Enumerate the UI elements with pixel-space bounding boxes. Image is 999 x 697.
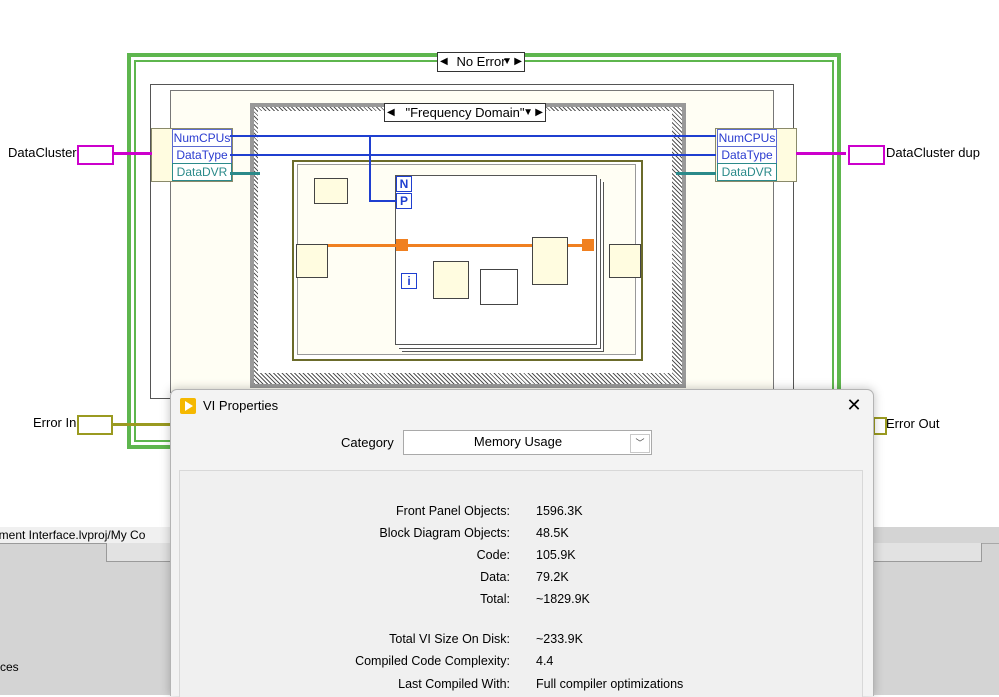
numcpus-branch-wire[interactable] (369, 135, 371, 202)
stat-value: 105.9K (536, 548, 576, 562)
dvr-read-node[interactable] (296, 244, 328, 278)
category-select-value: Memory Usage (473, 434, 563, 449)
stat-label: Compiled Code Complexity: (355, 654, 510, 668)
unbundle-field-numcpus[interactable]: NumCPUs (172, 129, 232, 147)
datacluster-dup-label: DataCluster dup (886, 145, 980, 160)
stat-value: Full compiler optimizations (536, 677, 684, 691)
memory-usage-panel: Front Panel Objects: 1596.3K Block Diagr… (179, 470, 863, 697)
replace-array-node[interactable] (532, 237, 568, 285)
error-in-label: Error In (33, 415, 77, 430)
error-case-label: No Error (456, 54, 506, 69)
stat-value: 4.4 (536, 654, 554, 668)
bundle-by-name-node[interactable]: NumCPUs DataType DataDVR (715, 128, 797, 182)
close-icon[interactable]: ✕ (846, 395, 862, 415)
stat-label: Last Compiled With: (398, 677, 510, 691)
decrement-case-icon[interactable]: ◀ (387, 107, 395, 118)
datacluster-terminal[interactable] (77, 145, 114, 165)
stat-label: Total VI Size On Disk: (389, 632, 510, 646)
background-tab-right[interactable] (872, 543, 982, 562)
stat-value: ~233.9K (536, 632, 583, 646)
stat-label: Data: (480, 570, 510, 584)
dvr-wire-right[interactable] (676, 172, 716, 175)
unbundle-by-name-node[interactable]: NumCPUs DataType DataDVR (151, 128, 233, 182)
array-wire[interactable] (328, 244, 584, 247)
bundle-field-datadvr[interactable]: DataDVR (717, 163, 777, 181)
loop-count-terminal[interactable]: N (396, 176, 412, 192)
datatype-wire[interactable] (230, 154, 716, 156)
category-label: Category (341, 435, 394, 450)
background-text-fragment: ces (0, 660, 19, 674)
project-path-text: ument Interface.lvproj/My Co (0, 528, 146, 542)
error-case-selector[interactable]: ◀ No Error ▼ ▶ (437, 52, 525, 72)
index-array-node[interactable] (433, 261, 469, 299)
chevron-down-icon[interactable]: ﹀ (630, 434, 650, 453)
cluster-wire-out[interactable] (796, 152, 846, 155)
vi-properties-dialog: VI Properties ✕ Category Memory Usage ﹀ … (170, 389, 874, 697)
datacluster-label: DataCluster (8, 145, 77, 160)
error-wire-in[interactable] (105, 423, 171, 426)
case-dropdown-icon[interactable]: ▼ (502, 56, 512, 67)
dialog-title: VI Properties (203, 398, 279, 413)
unbundle-field-datatype[interactable]: DataType (172, 146, 232, 164)
labview-app-icon (180, 398, 196, 414)
datacluster-dup-terminal[interactable] (848, 145, 885, 165)
increment-case-icon[interactable]: ▶ (535, 107, 543, 118)
stat-label: Code: (476, 548, 510, 562)
shift-register-right[interactable] (582, 239, 594, 251)
numcpus-wire[interactable] (230, 135, 716, 137)
project-path-bar: ument Interface.lvproj/My Co (0, 527, 172, 544)
parallel-instances-terminal[interactable]: P (396, 193, 412, 209)
frequency-case-label: "Frequency Domain" (405, 105, 525, 120)
dvr-wire-left[interactable] (230, 172, 260, 175)
frequency-case-selector[interactable]: ◀ "Frequency Domain" ▼ ▶ (384, 103, 546, 122)
case-dropdown-icon[interactable]: ▼ (523, 107, 533, 118)
p-terminal-wire[interactable] (369, 200, 396, 202)
error-out-label: Error Out (886, 416, 940, 431)
stat-value: 48.5K (536, 526, 569, 540)
stat-value: ~1829.9K (536, 592, 590, 606)
category-select[interactable]: Memory Usage ﹀ (403, 430, 652, 455)
fft-spectrum-vi[interactable] (480, 269, 518, 305)
iteration-terminal[interactable]: i (401, 273, 417, 289)
stat-value: 1596.3K (536, 504, 583, 518)
stat-value: 79.2K (536, 570, 569, 584)
property-node[interactable] (314, 178, 348, 204)
error-out-terminal[interactable] (873, 417, 887, 435)
background-tab-left[interactable] (106, 543, 174, 562)
shift-register-left[interactable] (396, 239, 408, 251)
increment-case-icon[interactable]: ▶ (514, 56, 522, 67)
stat-label: Front Panel Objects: (396, 504, 510, 518)
dvr-write-node[interactable] (609, 244, 641, 278)
error-in-terminal[interactable] (77, 415, 113, 435)
bundle-field-numcpus[interactable]: NumCPUs (717, 129, 777, 147)
stat-label: Block Diagram Objects: (379, 526, 510, 540)
stat-label: Total: (480, 592, 510, 606)
cluster-wire-in[interactable] (106, 152, 152, 155)
bundle-field-datatype[interactable]: DataType (717, 146, 777, 164)
unbundle-field-datadvr[interactable]: DataDVR (172, 163, 232, 181)
decrement-case-icon[interactable]: ◀ (440, 56, 448, 67)
